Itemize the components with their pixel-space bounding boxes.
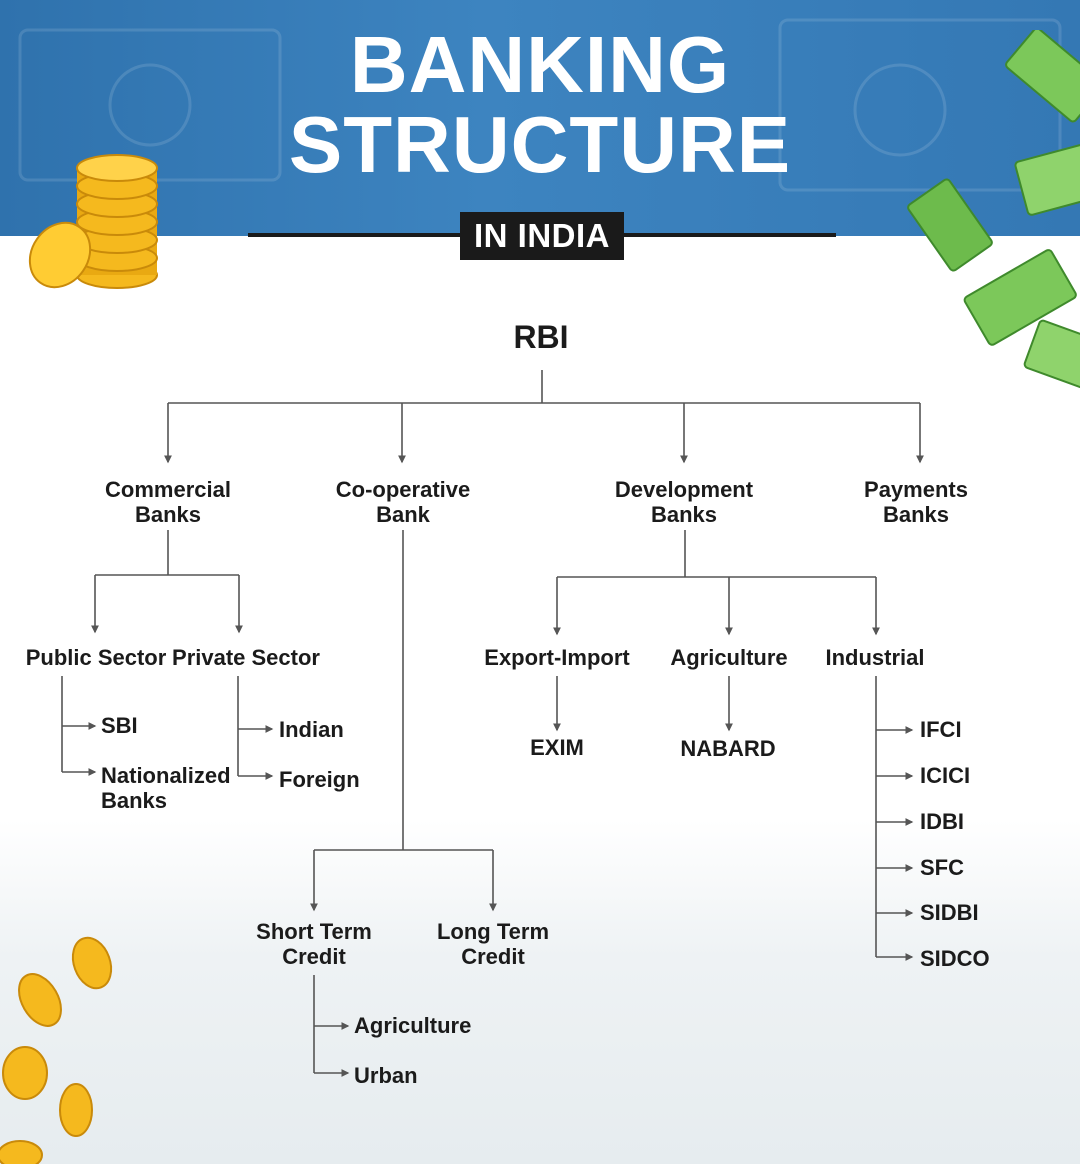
node-foreign: Foreign	[279, 767, 360, 792]
node-urban: Urban	[354, 1063, 418, 1088]
node-rbi: RBI	[513, 319, 569, 355]
node-coop-agriculture: Agriculture	[354, 1013, 472, 1038]
header-banner: BANKING STRUCTURE	[0, 0, 1080, 236]
node-public-sector: Public Sector	[25, 645, 167, 670]
node-label-line: Banks	[101, 788, 168, 813]
node-nationalized-banks: Nationalized Banks	[101, 763, 231, 813]
node-label-line: Banks	[134, 502, 202, 527]
node-indian: Indian	[279, 717, 344, 742]
node-sfc: SFC	[920, 855, 964, 880]
node-export-import: Export-Import	[484, 645, 630, 670]
node-label-line: Bank	[376, 502, 430, 527]
node-label-line: Nationalized	[101, 763, 231, 788]
bottom-background	[0, 820, 1080, 1164]
rupee-coin-icon	[0, 936, 113, 1164]
title-line-1: BANKING	[349, 20, 731, 109]
node-label-line: Commercial	[105, 477, 231, 502]
node-idbi: IDBI	[920, 809, 964, 834]
node-label-line: Credit	[282, 944, 346, 969]
node-label-line: Co-operative	[335, 477, 471, 502]
node-private-sector: Private Sector	[172, 645, 320, 670]
node-short-term-credit: Short Term Credit	[256, 919, 372, 969]
node-label-line: Banks	[882, 502, 950, 527]
node-sidco: SIDCO	[920, 946, 990, 971]
node-sbi: SBI	[101, 713, 138, 738]
node-nabard: NABARD	[680, 736, 776, 761]
coin-stack-icon	[28, 154, 158, 289]
node-label-line: Payments	[864, 477, 968, 502]
node-label-line: Credit	[461, 944, 525, 969]
node-label-line: Long Term	[436, 919, 550, 944]
node-label-line: Banks	[650, 502, 718, 527]
node-exim: EXIM	[530, 735, 584, 760]
subtitle-badge: IN INDIA	[460, 212, 624, 260]
node-commercial-banks: Commercial Banks	[105, 477, 231, 527]
node-label-line: Development	[614, 477, 754, 502]
node-long-term-credit: Long Term Credit	[437, 919, 549, 969]
node-ifci: IFCI	[920, 717, 962, 742]
node-cooperative-bank: Co-operative Bank	[336, 477, 470, 527]
money-notes-icon	[907, 30, 1080, 390]
node-label-line: Short Term	[256, 919, 372, 944]
title-line-2: STRUCTURE	[288, 100, 792, 189]
node-industrial: Industrial	[825, 645, 925, 670]
node-development-banks: Development Banks	[615, 477, 753, 527]
node-dev-agriculture: Agriculture	[670, 645, 788, 670]
node-sidbi: SIDBI	[920, 900, 979, 925]
node-icici: ICICI	[920, 763, 971, 788]
node-payments-banks: Payments Banks	[864, 477, 968, 527]
